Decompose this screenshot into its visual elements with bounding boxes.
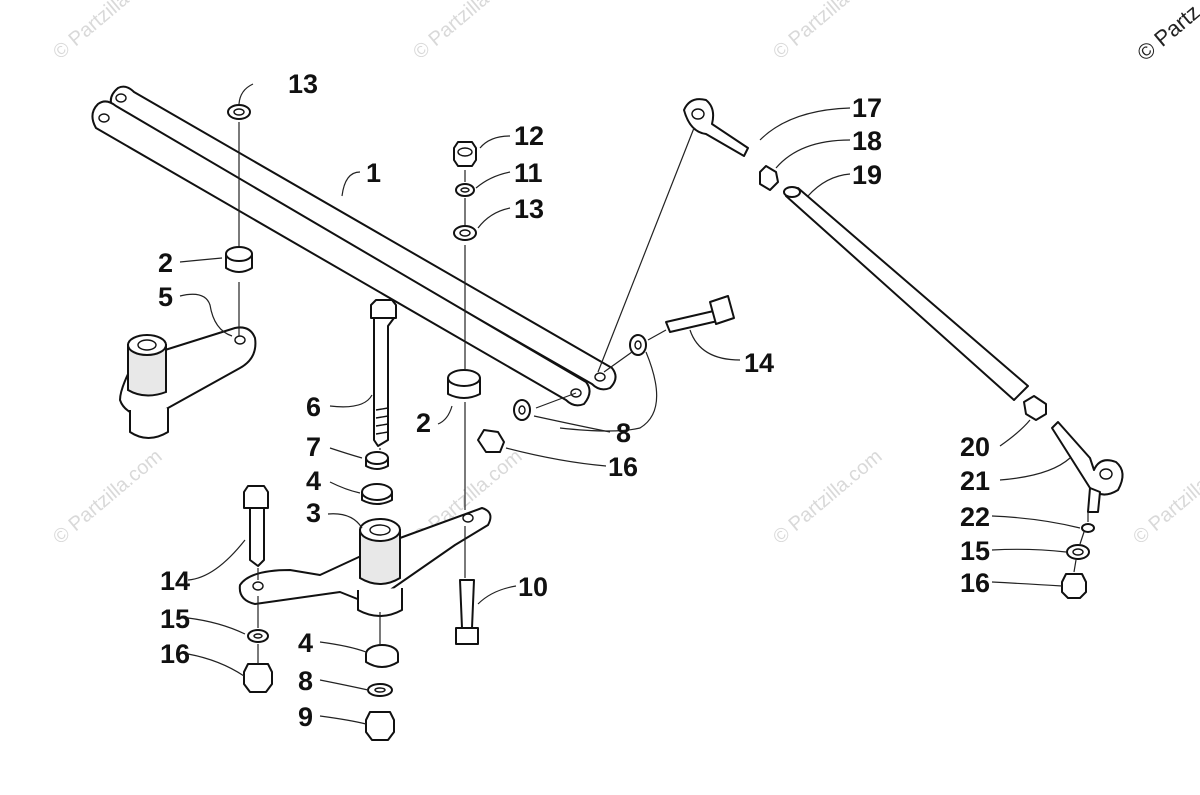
callout-label: 14 — [160, 566, 190, 596]
callout-label: 7 — [306, 432, 321, 462]
callout-label: 9 — [298, 702, 313, 732]
callout-label: 18 — [852, 126, 882, 156]
callout-label: 6 — [306, 392, 321, 422]
callout-label: 13 — [288, 69, 318, 99]
bracket-part-3 — [238, 507, 492, 617]
callout-label: 1 — [366, 158, 381, 188]
callout-label: 12 — [514, 121, 544, 151]
callout-label: 20 — [960, 432, 990, 462]
callout-label: 10 — [518, 572, 548, 602]
callout-label: 3 — [306, 498, 321, 528]
callout-label: 16 — [608, 452, 638, 482]
watermark-text: © Partzilla.com — [1129, 445, 1200, 548]
callout-label: 14 — [744, 348, 774, 378]
watermark-text: © Partzilla.com — [769, 445, 886, 548]
leader-lines — [179, 83, 1089, 725]
callout-label: 22 — [960, 502, 990, 532]
callout-label: 8 — [298, 666, 313, 696]
callout-label: 15 — [960, 536, 990, 566]
bracket-part-5 — [119, 326, 257, 439]
callout-label: 13 — [514, 194, 544, 224]
callout-label: 8 — [616, 418, 631, 448]
corner-watermark: © Partz — [1132, 0, 1200, 66]
callout-label: 16 — [160, 639, 190, 669]
callout-label: 16 — [960, 568, 990, 598]
callout-label: 17 — [852, 93, 882, 123]
hardware — [225, 104, 1095, 741]
callout-label: 15 — [160, 604, 190, 634]
callout-label: 4 — [306, 466, 321, 496]
watermark-text: © Partzilla.com — [49, 0, 166, 64]
callout-label: 19 — [852, 160, 882, 190]
callout-label: 4 — [298, 628, 313, 658]
callout-label: 21 — [960, 466, 990, 496]
callout-labels: 13 1 12 11 13 2 5 6 2 7 4 3 14 15 16 4 8… — [158, 69, 990, 732]
watermark-text: © Partzilla.com — [409, 0, 526, 64]
callout-label: 2 — [416, 408, 431, 438]
callout-label: 5 — [158, 282, 173, 312]
watermark-text: © Partzilla.com — [49, 445, 166, 548]
tie-rod-assembly — [683, 98, 1124, 513]
callout-label: 11 — [514, 158, 543, 188]
watermark-text: © Partzilla.com — [769, 0, 886, 64]
callout-label: 2 — [158, 248, 173, 278]
bolts — [243, 295, 735, 645]
